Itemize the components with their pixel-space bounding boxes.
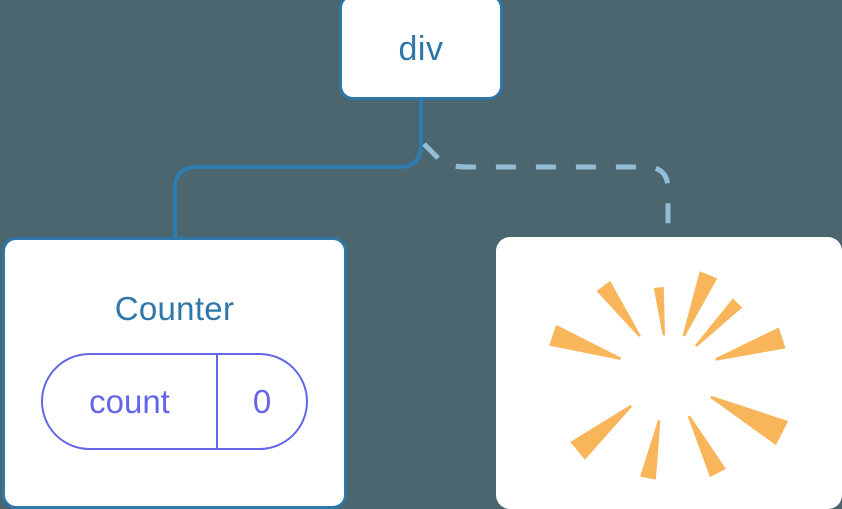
state-pill[interactable]: count 0 xyxy=(41,353,308,450)
sparkle-burst-icon xyxy=(549,271,789,480)
sparkle-ray-4 xyxy=(549,324,622,360)
state-value: 0 xyxy=(252,382,272,420)
node-rerender[interactable] xyxy=(496,237,842,509)
node-div[interactable]: div xyxy=(339,0,503,100)
sparkle-ray-10 xyxy=(694,298,743,348)
sparkle-ray-5 xyxy=(570,404,632,460)
sparkle-ray-1 xyxy=(682,271,718,337)
node-counter[interactable]: Counter count 0 xyxy=(2,237,347,509)
sparkle-ray-8 xyxy=(710,395,789,446)
edge-div-rerender xyxy=(422,142,671,240)
edge-div-counter xyxy=(173,98,423,242)
sparkle-ray-2 xyxy=(653,286,666,336)
sparkle-ray-9 xyxy=(715,327,786,361)
sparkle-ray-6 xyxy=(640,419,661,480)
node-counter-label: Counter xyxy=(114,290,235,327)
sparkle-ray-3 xyxy=(596,281,641,337)
sparkle-ray-7 xyxy=(687,415,726,478)
node-div-label: div xyxy=(398,29,444,68)
state-key: count xyxy=(43,355,218,448)
